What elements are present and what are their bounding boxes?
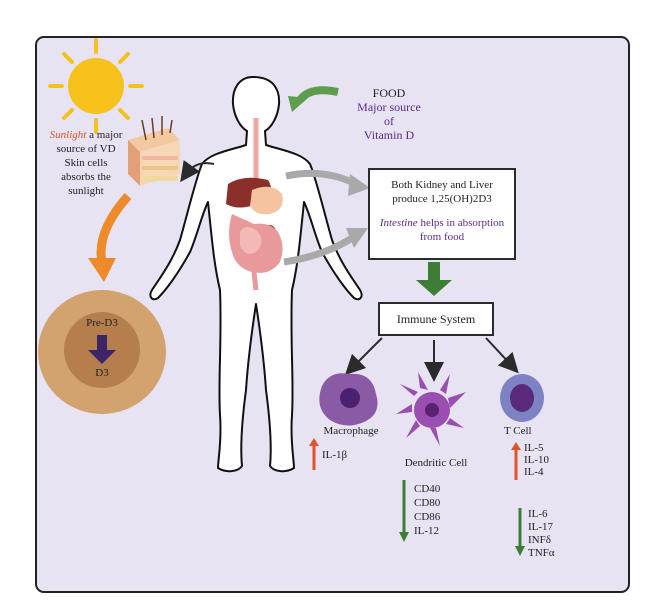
macrophage-up-0: IL-1β (322, 449, 348, 461)
box-to-immune-arrow (416, 262, 452, 296)
sunlight-to-cell-arrowhead (88, 258, 116, 282)
sunlight-to-cell-arrow (96, 193, 132, 263)
intestine-word: Intestine (379, 217, 418, 229)
dendritic-down-arrowhead (399, 532, 409, 542)
food-label: FOOD Major source of Vitamin D (352, 86, 426, 142)
t-cell-icon (500, 374, 544, 422)
kidney-line3: helps in absorption (417, 217, 505, 229)
macrophage-icon (319, 373, 378, 426)
liver-to-box-arrowhead (348, 174, 370, 196)
d3-label: D3 (95, 367, 109, 379)
body-to-skin-arrow (180, 160, 215, 183)
sunlight-line4: absorbs the (61, 171, 111, 183)
intestine-icon (229, 214, 283, 291)
skin-icon (128, 116, 180, 186)
dendritic-cell-icon (396, 372, 466, 446)
kidney-line2: produce 1,25(OH)2D3 (392, 193, 492, 205)
dendritic-down-list: CD40 CD80 CD86 IL-12 (414, 482, 440, 538)
tcell-down-list: IL-6 IL-17 INFδ TNFα (528, 508, 555, 560)
food-title: FOOD (372, 86, 406, 100)
macrophage-up-arrowhead (309, 438, 319, 446)
tcell-down-2: INFδ (528, 534, 551, 546)
kidney-liver-box: Both Kidney and Liver produce 1,25(OH)2D… (368, 168, 516, 260)
immune-to-tcell-arrow (485, 337, 519, 374)
sunlight-label: Sunlight a major source of VD Skin cells… (42, 128, 130, 198)
sunlight-word: Sunlight (49, 129, 87, 141)
intestine-to-box-arrowhead (346, 228, 368, 248)
immune-system-box: Immune System (378, 302, 494, 336)
intestine-to-box-arrow (283, 235, 354, 266)
pre-d3-label: Pre-D3 (86, 317, 118, 329)
tcell-down-arrowhead (515, 546, 525, 556)
dendritic-down-2: CD86 (414, 511, 441, 523)
tcell-down-0: IL-6 (528, 508, 548, 520)
tcell-up-1: IL-10 (524, 454, 550, 466)
dendritic-down-3: IL-12 (414, 525, 440, 537)
sunlight-line5: sunlight (68, 185, 104, 197)
tcell-up-2: IL-4 (524, 466, 544, 478)
food-arrowhead (288, 96, 308, 112)
kidney-line4: from food (419, 231, 465, 243)
sunlight-line2: source of VD (56, 143, 116, 155)
food-line2: Vitamin D (363, 128, 415, 142)
tcell-up-arrowhead (511, 442, 521, 450)
sunlight-rest1: a major (86, 129, 123, 141)
tcell-down-1: IL-17 (528, 521, 554, 533)
tcell-up-0: IL-5 (524, 442, 544, 454)
food-line1: Major source of (357, 100, 421, 128)
tcell-down-3: TNFα (528, 547, 555, 559)
dendritic-down-1: CD80 (414, 497, 441, 509)
immune-system-label: Immune System (396, 312, 476, 326)
pre-d3-to-d3-arrow (88, 335, 116, 364)
sun-icon (48, 38, 144, 134)
dendritic-down-0: CD40 (414, 483, 441, 495)
dendritic-label: Dendritic Cell (404, 457, 468, 469)
immune-to-macrophage-arrow (344, 337, 383, 376)
sunlight-line3: Skin cells (64, 157, 108, 169)
tcell-label: T Cell (504, 425, 532, 437)
macrophage-label: Macrophage (323, 425, 379, 437)
tcell-up-list: IL-5 IL-10 IL-4 (524, 442, 549, 478)
stomach-icon (250, 186, 283, 215)
kidney-line1: Both Kidney and Liver (391, 179, 493, 191)
